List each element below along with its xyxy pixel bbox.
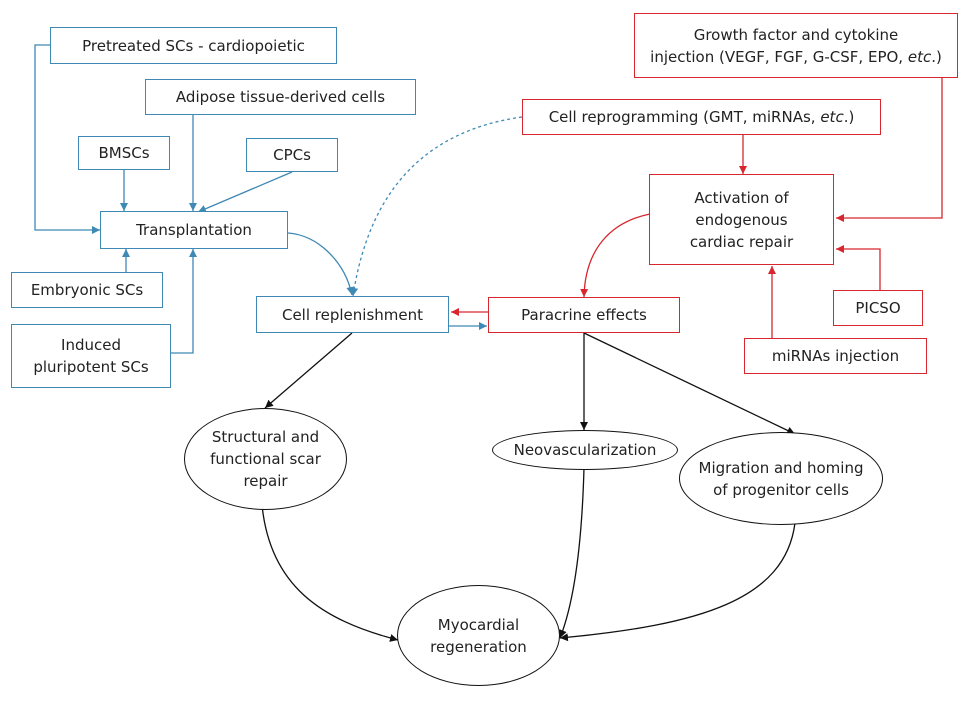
edge-cpcs-to-transplantation — [197, 171, 293, 213]
growth-factor-label-line2-end: .) — [931, 47, 942, 66]
ipsc-box: Induced pluripotent SCs — [11, 324, 171, 388]
pretreated-scs-box: Pretreated SCs - cardiopoietic — [50, 27, 337, 64]
paracrine-effects-label: Paracrine effects — [521, 306, 647, 324]
cpcs-box: CPCs — [246, 138, 338, 172]
edge-paracrine-to-migration — [583, 332, 796, 435]
growth-factor-box: Growth factor and cytokine injection (VE… — [634, 13, 958, 78]
embryonic-scs-box: Embryonic SCs — [11, 272, 163, 308]
activation-label-line3: cardiac repair — [689, 232, 794, 251]
activation-box: Activation of endogenous cardiac repair — [649, 174, 834, 265]
growth-factor-label-line2: injection (VEGF, FGF, G-CSF, EPO, etc.) — [650, 46, 942, 68]
mirna-injection-label: miRNAs injection — [771, 347, 900, 365]
migration-homing-label-line2: of progenitor cells — [713, 480, 849, 499]
structural-repair-label-line3: repair — [243, 472, 288, 490]
myocardial-regeneration-label-line1: Myocardial — [437, 615, 520, 634]
edge-structural-to-myocardial — [261, 504, 399, 642]
cell-reprogramming-label: Cell reprogramming (GMT, miRNAs, etc.) — [549, 106, 855, 128]
structural-repair-ellipse: Structural and functional scar repair — [184, 408, 347, 510]
edge-replenishment-to-structural — [264, 332, 353, 409]
ipsc-label-line2: pluripotent SCs — [33, 358, 149, 376]
neovascularization-label: Neovascularization — [513, 441, 657, 459]
transplantation-label: Transplantation — [136, 221, 252, 239]
cell-replenishment-label: Cell replenishment — [281, 305, 423, 324]
activation-label-line1: Activation of — [694, 188, 789, 207]
growth-factor-label-etc: etc — [907, 47, 932, 66]
cell-reprogramming-box: Cell reprogramming (GMT, miRNAs, etc.) — [522, 99, 881, 135]
cell-reprogramming-label-main: Cell reprogramming (GMT, miRNAs, — [548, 108, 821, 126]
edge-migration-to-myocardial — [559, 522, 796, 642]
transplantation-box: Transplantation — [100, 211, 288, 249]
picso-box: PICSO — [833, 290, 923, 326]
growth-factor-label-line1: Growth factor and cytokine — [693, 25, 899, 44]
ipsc-label-line1: Induced — [61, 336, 121, 354]
edge-growth-to-activation — [836, 78, 943, 222]
migration-homing-label-line1: Migration and homing — [698, 458, 864, 477]
edge-transplantation-to-replenishment — [287, 232, 355, 296]
cell-replenishment-box: Cell replenishment — [256, 296, 449, 333]
mirna-injection-box: miRNAs injection — [744, 338, 927, 374]
edge-pretreated-to-transplantation — [34, 44, 100, 234]
bmscs-label: BMSCs — [98, 144, 150, 162]
adipose-cells-box: Adipose tissue-derived cells — [145, 79, 416, 115]
pretreated-scs-label: Pretreated SCs - cardiopoietic — [82, 36, 305, 55]
neovascularization-ellipse: Neovascularization — [492, 430, 678, 470]
picso-label: PICSO — [855, 299, 901, 317]
edge-reprogramming-to-replenishment-dotted — [350, 116, 523, 297]
structural-repair-label-line2: functional scar — [210, 450, 321, 468]
activation-label-line2: endogenous — [695, 210, 788, 229]
structural-repair-label-line1: Structural and — [211, 428, 320, 446]
myocardial-regeneration-label-line2: regeneration — [430, 637, 527, 656]
edge-activation-to-paracrine — [580, 213, 651, 298]
cell-reprogramming-label-etc: etc — [820, 108, 844, 126]
embryonic-scs-label: Embryonic SCs — [30, 281, 144, 299]
edge-neovascularization-to-myocardial — [559, 467, 585, 639]
adipose-cells-label: Adipose tissue-derived cells — [175, 88, 386, 106]
myocardial-regeneration-ellipse: Myocardial regeneration — [397, 585, 560, 686]
edge-picso-to-activation — [836, 245, 881, 290]
bmscs-box: BMSCs — [78, 136, 170, 170]
cpcs-label: CPCs — [273, 146, 311, 164]
migration-homing-ellipse: Migration and homing of progenitor cells — [679, 432, 883, 525]
paracrine-effects-box: Paracrine effects — [488, 297, 680, 333]
cell-reprogramming-label-end: .) — [843, 108, 855, 126]
edge-ipsc-to-transplantation — [171, 249, 197, 354]
growth-factor-label-line2-main: injection (VEGF, FGF, G-CSF, EPO, — [650, 47, 908, 66]
